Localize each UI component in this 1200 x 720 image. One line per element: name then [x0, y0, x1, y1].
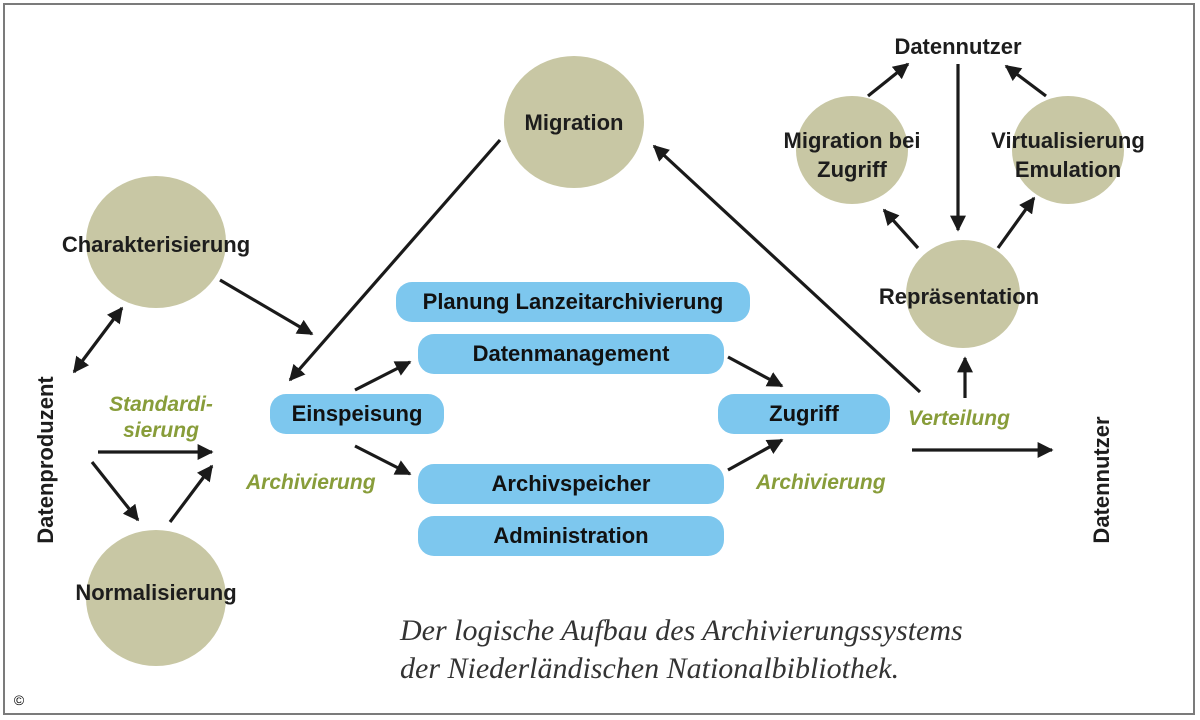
caption-line-1: Der logische Aufbau des Archivierungssys… — [400, 614, 963, 647]
arrow-einspeisung-archivspeicher — [354, 444, 412, 476]
standardisierung-line-1: Standardi- — [109, 393, 213, 416]
virtualisierung-line-1: Virtualisierung — [991, 128, 1145, 153]
charakterisierung-label: Charakterisierung — [61, 232, 251, 257]
module-zugriff: Zugriff — [718, 394, 890, 434]
arrow-producer-charakterisierung — [72, 306, 124, 374]
verteilung-label: Verteilung — [908, 407, 1010, 430]
standardisierung-line-2: sierung — [123, 419, 199, 442]
arrow-virtualisierung-datennutzer — [1004, 64, 1047, 98]
arrow-repraesentation-migration-bei-zugriff — [882, 208, 920, 250]
virtualisierung-circle — [1012, 96, 1124, 204]
arrow-verteilung-migration — [652, 144, 922, 394]
arrow-archivspeicher-zugriff — [727, 438, 784, 472]
migration-circle — [504, 56, 644, 188]
standardisierung-label: Standardi- sierung — [96, 392, 226, 444]
module-archivspeicher: Archivspeicher — [418, 464, 724, 504]
repraesentation-label: Repräsentation — [878, 284, 1040, 309]
arrow-normalisierung-einspeisung — [168, 464, 214, 523]
migration-bei-zugriff-circle — [796, 96, 908, 204]
virtualisierung-label: Virtualisierung Emulation — [972, 126, 1164, 184]
arrow-einspeisung-datenmanagement — [354, 360, 412, 392]
archivierung-left-label: Archivierung — [246, 471, 376, 494]
caption-line-2: der Niederländischen Nationalbibliothek. — [400, 652, 900, 685]
datennutzer-top-label: Datennutzer — [894, 34, 1022, 59]
copyright-icon: © — [13, 692, 25, 708]
module-einspeisung: Einspeisung — [270, 394, 444, 434]
module-planung: Planung Lanzeitarchivierung — [396, 282, 750, 322]
archivierung-right-label: Archivierung — [756, 471, 886, 494]
arrow-repraesentation-virtualisierung — [996, 196, 1036, 249]
module-administration: Administration — [418, 516, 724, 556]
migration-bei-zugriff-line-2: Zugriff — [817, 157, 887, 182]
migration-label: Migration — [524, 110, 624, 135]
arrow-migration-bei-zugriff-datennutzer — [867, 62, 910, 98]
normalisierung-label: Normalisierung — [75, 580, 237, 605]
charakterisierung-circle — [86, 176, 226, 308]
caption: Der logische Aufbau des Archivierungssys… — [400, 612, 963, 688]
datennutzer-right-label: Datennutzer — [1089, 416, 1114, 544]
repraesentation-circle — [906, 240, 1020, 348]
arrow-migration-einspeisung — [288, 138, 502, 382]
module-datenmanagement: Datenmanagement — [418, 334, 724, 374]
datenproduzent-label: Datenproduzent — [33, 376, 58, 544]
arrow-charakterisierung-einspeisung — [219, 278, 314, 336]
arrow-producer-normalisierung — [90, 461, 140, 522]
migration-bei-zugriff-line-1: Migration bei — [783, 128, 921, 153]
migration-bei-zugriff-label: Migration bei Zugriff — [762, 126, 942, 184]
virtualisierung-line-2: Emulation — [1014, 157, 1122, 182]
normalisierung-circle — [86, 530, 226, 666]
arrow-datenmanagement-zugriff — [727, 355, 784, 388]
